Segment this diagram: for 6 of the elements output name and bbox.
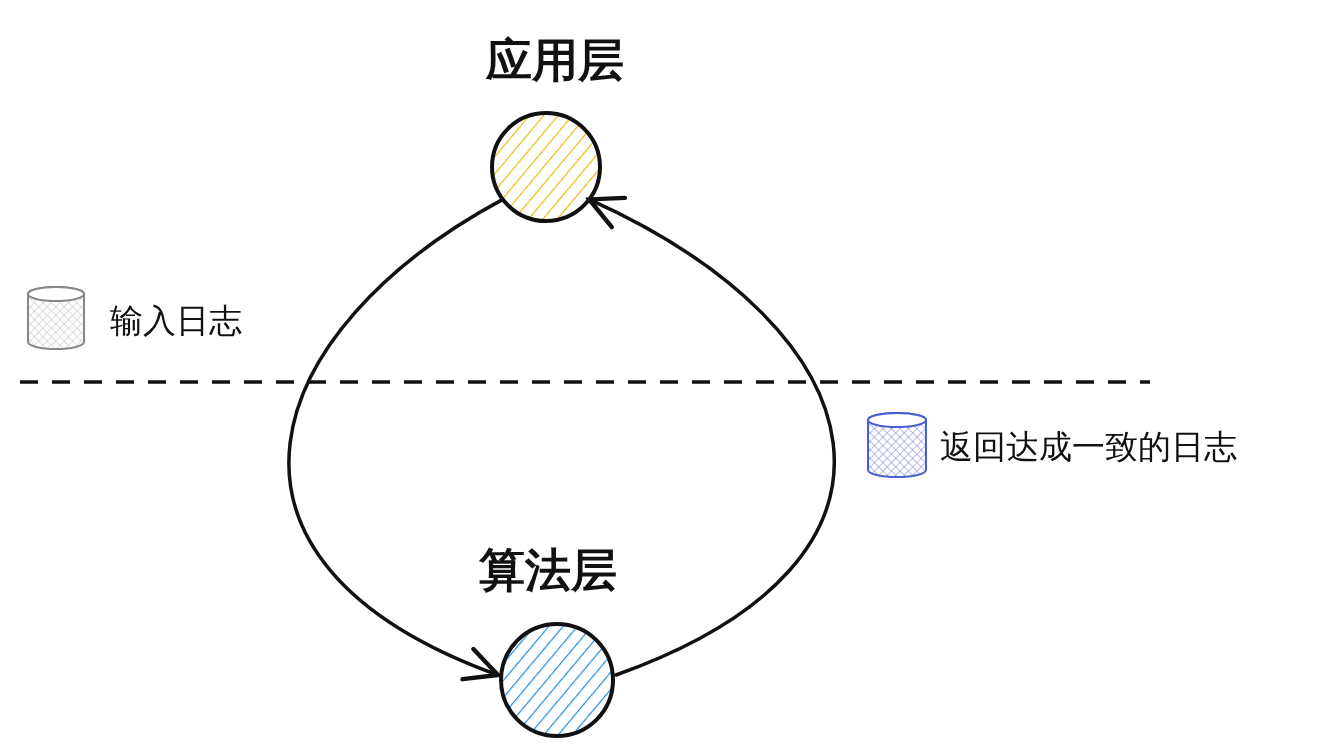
log-label: 返回达成一致的日志 [940,426,1237,468]
layer-heading: 应用层 [485,32,625,89]
curved-arrow [288,197,505,680]
log-label: 输入日志 [110,300,242,342]
layer-heading: 算法层 [477,542,618,599]
curved-arrow [587,197,835,677]
